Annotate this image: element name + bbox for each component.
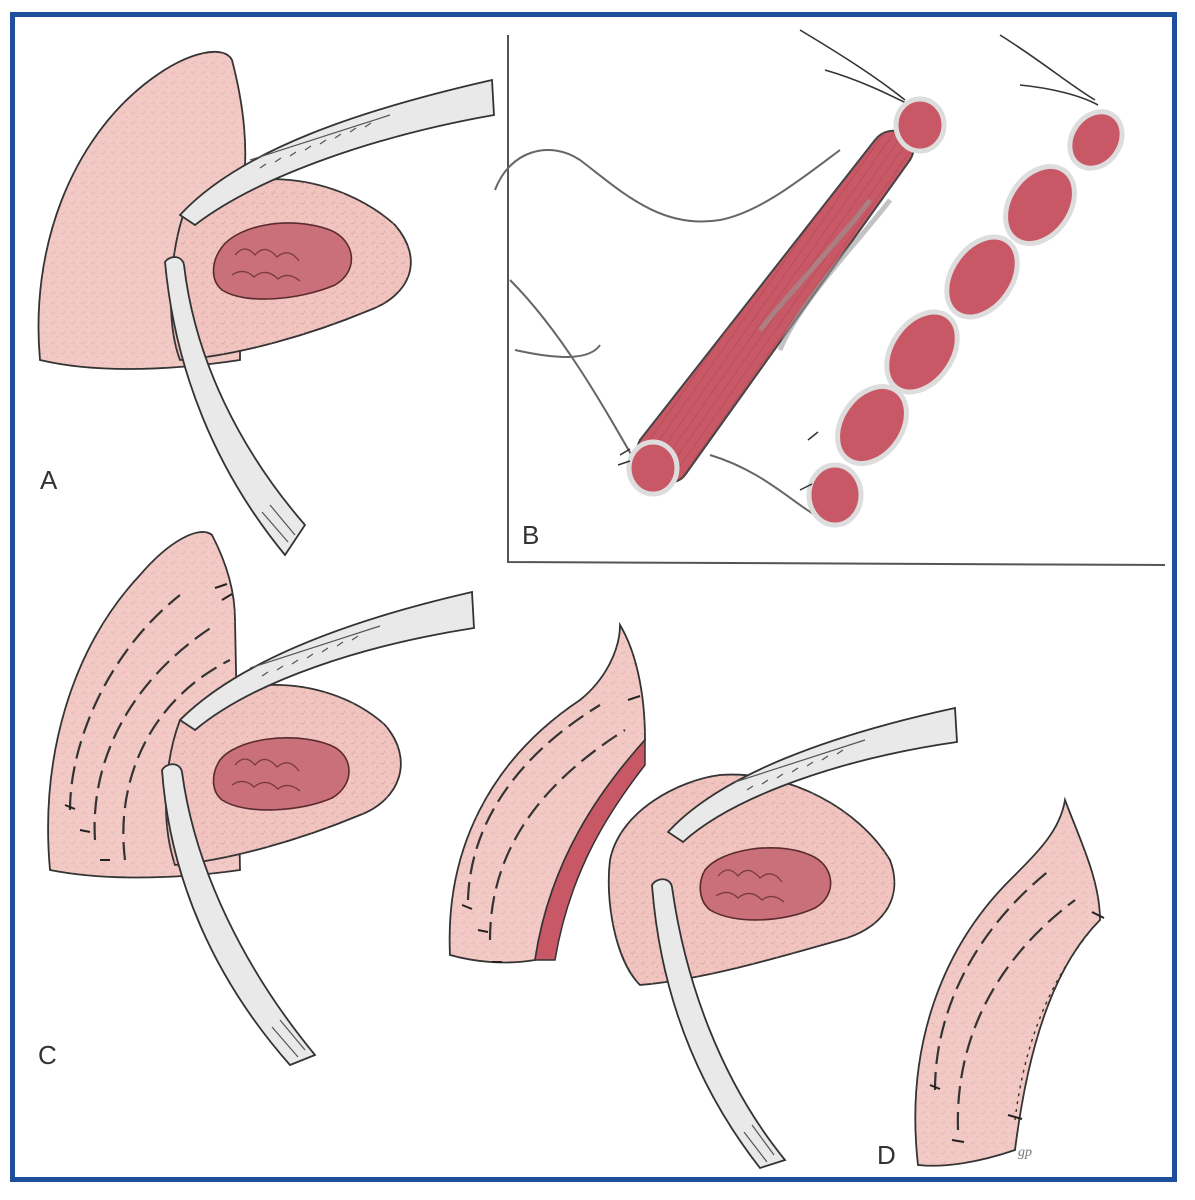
panel-b-strip-end-bottom [626,439,680,497]
panel-d-retractor-lower [651,878,787,1170]
panel-c-tumor [212,736,350,811]
panel-d-muscle-edge [534,738,646,961]
panel-d-label: D [877,1140,896,1170]
panel-b-illustration [494,29,1166,566]
panel-c-label: C [38,1040,57,1070]
panel-a-label: A [40,465,58,495]
panel-d-tumor [699,847,832,921]
panel-b-label: B [522,520,540,550]
panel-c-retractor-lower [161,763,317,1067]
panel-b-segmented-strip [806,109,1125,528]
panel-b-border [507,35,1166,566]
panel-d-illustration [448,621,1105,1170]
panel-a-tumor [212,222,353,300]
panel-c-illustration [47,531,475,1067]
panel-b-strip-end-top [893,96,947,154]
artist-signature: gp [1018,1145,1032,1160]
panel-a-retractor-lower [164,256,307,557]
panel-a-illustration [37,50,495,557]
